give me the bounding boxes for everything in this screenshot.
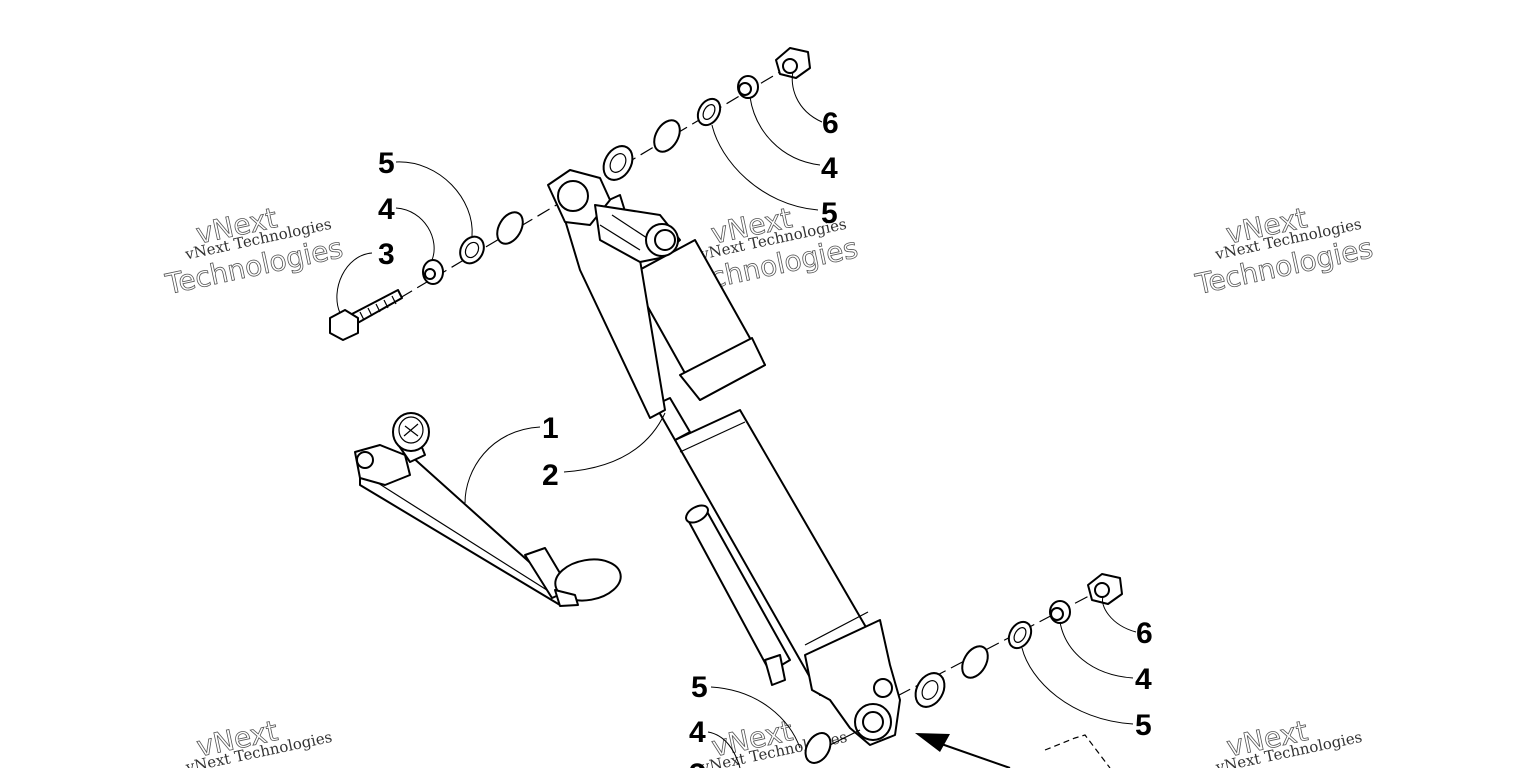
top-hardware — [602, 47, 811, 181]
callout-1: 1 — [542, 412, 559, 445]
callout-5-bottom: 5 — [1135, 709, 1152, 742]
callout-4-lower-left: 4 — [689, 716, 706, 749]
callout-5-lower-left: 5 — [691, 671, 708, 704]
watermark-1: vNext vNext Technologies Technologies — [162, 201, 347, 302]
callout-5-top: 5 — [821, 197, 838, 230]
watermark-3: vNext vNext Technologies Technologies — [1192, 201, 1377, 302]
callout-4-bottom: 4 — [1135, 663, 1152, 696]
callout-6-top: 6 — [822, 107, 839, 140]
watermark-6: vNext vNext Technologies — [1213, 714, 1363, 773]
shock-pump — [354, 412, 622, 607]
bottom-right-hardware — [914, 573, 1123, 708]
callout-6-bottom: 6 — [1136, 617, 1153, 650]
direction-arrow — [915, 733, 1011, 769]
callout-3-left: 3 — [378, 238, 395, 271]
callout-2: 2 — [542, 459, 559, 492]
callout-5-left: 5 — [378, 147, 395, 180]
leader-lines — [336, 71, 1137, 769]
callout-4-left: 4 — [378, 193, 395, 226]
assembly-axis-bottom — [879, 584, 1111, 706]
callout-3-lower-left: 3 — [689, 758, 706, 768]
left-hardware — [329, 211, 524, 341]
shock-absorber — [547, 169, 901, 746]
frame-outline — [1044, 734, 1111, 769]
callout-4-top: 4 — [821, 152, 838, 185]
watermark-4: vNext vNext Technologies — [183, 714, 333, 773]
bottom-left-hardware — [804, 729, 861, 764]
